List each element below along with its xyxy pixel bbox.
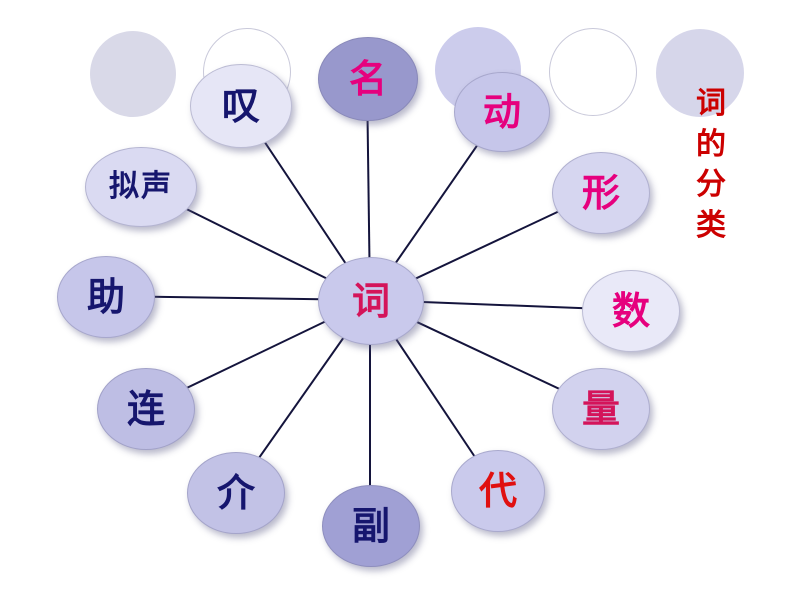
node-adverb: 副 (322, 485, 420, 567)
node-numeral: 数 (582, 270, 680, 352)
decorative-circle (656, 29, 744, 117)
node-particle-label: 助 (86, 274, 125, 319)
node-verb-label: 动 (482, 89, 521, 134)
node-verb: 动 (454, 72, 550, 152)
node-preposition-label: 介 (216, 470, 255, 515)
node-center-word: 词 (318, 257, 424, 345)
node-conjunction-label: 连 (126, 386, 165, 431)
node-particle: 助 (57, 256, 155, 338)
node-numeral-label: 数 (611, 288, 650, 333)
node-onomatopoeia: 拟声 (85, 147, 197, 227)
node-adjective: 形 (552, 152, 650, 234)
node-measure-word: 量 (552, 368, 650, 450)
decorative-circle (90, 31, 176, 117)
node-measure-word-label: 量 (581, 386, 620, 431)
node-interjection-label: 叹 (221, 83, 260, 128)
node-adverb-label: 副 (351, 503, 390, 548)
node-noun-label: 名 (348, 56, 387, 101)
node-onomatopoeia-label: 拟声 (109, 169, 173, 204)
node-preposition: 介 (187, 452, 285, 534)
page-title: 词的分类 (696, 86, 726, 243)
node-noun: 名 (318, 37, 418, 121)
node-pronoun: 代 (451, 450, 545, 532)
node-adjective-label: 形 (581, 170, 620, 215)
node-pronoun-label: 代 (478, 468, 517, 513)
node-interjection: 叹 (190, 64, 292, 148)
node-conjunction: 连 (97, 368, 195, 450)
decorative-circle (549, 28, 637, 116)
node-center-word-label: 词 (351, 278, 390, 323)
